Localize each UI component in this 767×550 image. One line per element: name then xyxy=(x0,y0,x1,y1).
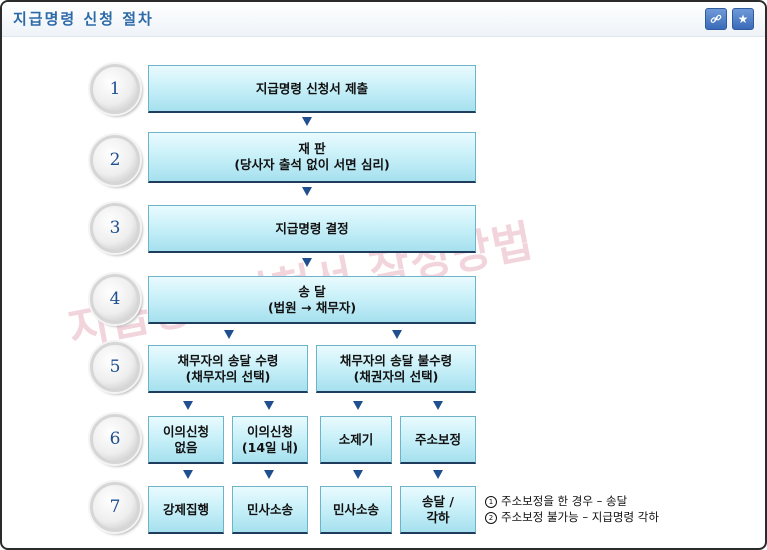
step-6b-label-line1: 이의신청 xyxy=(246,423,293,439)
step-4-circle: 4 xyxy=(90,274,140,324)
page-title: 지급명령 신청 절차 xyxy=(13,10,154,28)
step-6d-box: 주소보정 xyxy=(400,416,476,464)
step-1-label: 지급명령 신청서 제출 xyxy=(255,80,369,96)
step-7d-box: 송달 / 각하 xyxy=(400,486,476,534)
arrow-down xyxy=(264,470,274,479)
step-6a-label-line2: 없음 xyxy=(174,439,198,455)
step-1-box: 지급명령 신청서 제출 xyxy=(148,65,476,113)
favorite-button[interactable]: ★ xyxy=(732,8,754,30)
step-6c-box: 소제기 xyxy=(320,416,392,464)
step-6a-label-line1: 이의신청 xyxy=(162,423,209,439)
step-2-box: 재 판 (당사자 출석 없이 서면 심리) xyxy=(148,132,476,183)
step-7-circle: 7 xyxy=(90,482,140,532)
arrow-down xyxy=(183,401,193,410)
step-2-label-line1: 재 판 xyxy=(298,141,326,156)
step-2-label-line2: (당사자 출석 없이 서면 심리) xyxy=(234,157,390,172)
step-5a-box: 채무자의 송달 수령 (채무자의 선택) xyxy=(148,345,308,393)
step-6b-label-line2: (14일 내) xyxy=(241,439,299,455)
note-2-text: 주소보정 불가능 – 지급명령 각하 xyxy=(501,510,659,524)
arrow-down xyxy=(392,330,402,339)
step-7b-label: 민사소송 xyxy=(246,501,293,517)
header-bar: 지급명령 신청 절차 ★ xyxy=(2,2,765,37)
arrow-down xyxy=(302,117,312,126)
arrow-down xyxy=(302,187,312,196)
step-5a-label-line1: 채무자의 송달 수령 xyxy=(177,352,279,368)
link-button[interactable] xyxy=(705,8,727,30)
step-3-box: 지급명령 결정 xyxy=(148,205,476,253)
star-icon: ★ xyxy=(737,12,749,26)
step-7d-label-line2: 각하 xyxy=(426,509,450,525)
step-7c-label: 민사소송 xyxy=(332,501,379,517)
step-7a-label: 강제집행 xyxy=(162,501,209,517)
step-6d-label: 주소보정 xyxy=(414,431,461,447)
step-4-label-line1: 송 달 xyxy=(298,283,326,299)
step-7a-box: 강제집행 xyxy=(148,486,224,534)
arrow-down xyxy=(264,401,274,410)
step-6a-box: 이의신청 없음 xyxy=(148,416,224,464)
arrow-down xyxy=(353,401,363,410)
step-7b-box: 민사소송 xyxy=(232,486,308,534)
arrow-down xyxy=(183,470,193,479)
step-5-circle: 5 xyxy=(90,342,140,392)
step-7c-box: 민사소송 xyxy=(320,486,392,534)
arrow-down xyxy=(433,401,443,410)
arrow-down xyxy=(302,258,312,267)
arrow-down xyxy=(433,470,443,479)
arrow-down xyxy=(224,330,234,339)
step-2-circle: 2 xyxy=(90,135,140,185)
step-5b-label-line2: (채권자의 선택) xyxy=(353,368,439,384)
step-4-box: 송 달 (법원 → 채무자) xyxy=(148,276,476,324)
step-1-circle: 1 xyxy=(90,64,140,114)
step-5b-label-line1: 채무자의 송달 불수령 xyxy=(339,352,453,368)
step-4-label-line2: (법원 → 채무자) xyxy=(267,299,357,315)
step-3-circle: 3 xyxy=(90,203,140,253)
step-5b-box: 채무자의 송달 불수령 (채권자의 선택) xyxy=(316,345,476,393)
note-1: 1 주소보정을 한 경우 – 송달 xyxy=(485,493,627,509)
note-1-text: 주소보정을 한 경우 – 송달 xyxy=(501,494,628,508)
step-7d-label-line1: 송달 / xyxy=(422,493,454,509)
step-3-label: 지급명령 결정 xyxy=(275,220,349,236)
step-6-circle: 6 xyxy=(90,414,140,464)
step-6b-box: 이의신청 (14일 내) xyxy=(232,416,308,464)
note-2: 2 주소보정 불가능 – 지급명령 각하 xyxy=(485,509,659,525)
arrow-down xyxy=(353,470,363,479)
step-5a-label-line2: (채무자의 선택) xyxy=(185,368,271,384)
note-2-marker: 2 xyxy=(485,512,497,524)
step-6c-label: 소제기 xyxy=(338,431,374,447)
link-icon xyxy=(710,14,722,23)
note-1-marker: 1 xyxy=(485,496,497,508)
